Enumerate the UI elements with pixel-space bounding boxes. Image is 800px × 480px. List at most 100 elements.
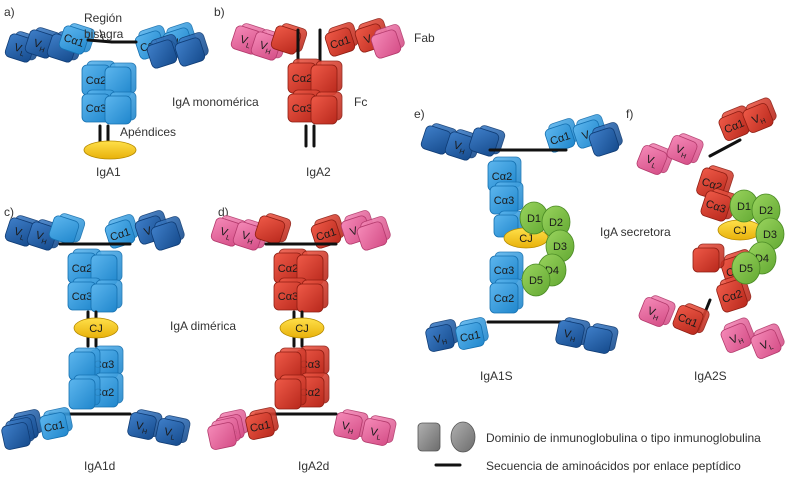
d-top-left-cl [254, 213, 292, 245]
e-j-chain-label: CJ [519, 233, 532, 245]
a-hinge-pointer [99, 29, 105, 43]
fc-label: Fc [354, 95, 367, 109]
d-top-ca2-b [296, 250, 329, 286]
d-top-ca3-a-label: Cα3 [278, 291, 298, 303]
c-bot-left-vl [1, 417, 35, 450]
b-right-vl [370, 24, 405, 59]
d-bot-ca3-b [274, 347, 307, 381]
f-sc-label-2: D2 [759, 205, 773, 217]
panel-f-letter: f) [626, 107, 633, 121]
panel-b-letter: b) [214, 5, 225, 19]
e-sc-label-2: D2 [549, 217, 563, 229]
b-ca3-a: Cα3 [287, 89, 322, 123]
d-bot-ca2-b [274, 374, 307, 410]
f-sc-label-5: D5 [739, 263, 753, 275]
a-ca3-a-label: Cα3 [86, 103, 106, 115]
c-bot-ca2-b [68, 374, 101, 410]
e-sc-label-5: D5 [529, 275, 543, 287]
d-top-left-vh-label: VH [239, 229, 255, 246]
c-top-left-vh-label: VH [33, 229, 49, 246]
e-sc-domain-5 [521, 263, 551, 297]
c-bot-right-vh-label: VH [134, 420, 149, 436]
e-top-ca3-label: Cα3 [494, 195, 514, 207]
c-top-right-vl [150, 216, 185, 251]
hinge-label-line2: bisagra [84, 27, 124, 41]
dimeric-label: IgA dimérica [170, 319, 236, 333]
legend-domain-oval-icon [450, 421, 476, 453]
f-top-vh-label: VH [750, 111, 767, 129]
monomeric-label: IgA monomérica [172, 95, 259, 109]
e-bot-ca2-label: Cα2 [494, 293, 514, 305]
f-bot-left-vh: VH [638, 295, 676, 327]
c-top-ca3-b [90, 279, 123, 313]
f-sc-domain-5 [731, 251, 761, 285]
f-top-ca1: Cα1 [718, 105, 753, 141]
d-j-chain [279, 317, 325, 339]
a-hinge-left [86, 38, 114, 44]
a-right-vl [174, 32, 209, 67]
c-top-left-vl-label: VL [12, 226, 27, 243]
panel-f-name: IgA2S [694, 369, 727, 383]
e-top-ca2: Cα2 [487, 156, 522, 192]
c-top-left-cl [48, 213, 86, 245]
d-top-ca3-b [296, 279, 329, 313]
panel-a-name: IgA1 [96, 165, 121, 179]
f-top-hinge [708, 138, 742, 158]
e-sc-label-1: D1 [527, 213, 541, 225]
d-top-ca2-a-label: Cα2 [278, 263, 298, 275]
f-sc-label-3: D3 [763, 229, 777, 241]
legend-domain-text: Dominio de inmunoglobulina o tipo inmuno… [486, 431, 761, 445]
legend-domain-box-icon [417, 422, 441, 452]
e-bot-left-vh-label: VH [433, 332, 448, 348]
f-bot-right-vh-label: VH [728, 331, 745, 349]
a-left-vh-label: VH [31, 37, 47, 54]
panel-e-name: IgA1S [480, 369, 513, 383]
e-top-left-vh-label: VH [451, 139, 467, 156]
f-top-left-vh-label: VH [673, 143, 690, 161]
secretory-label: IgA secretora [600, 225, 671, 239]
panel-d-name: IgA2d [298, 459, 329, 473]
c-j-chain [73, 317, 119, 339]
e-bot-left-ca1-label: Cα1 [459, 329, 481, 345]
d-bot-left-ca1-label: Cα1 [249, 419, 271, 435]
d-bot-left-ca1: Cα1 [245, 407, 279, 440]
panel-c-letter: c) [4, 205, 14, 219]
f-top-vh: VH [742, 97, 777, 133]
f-bot-ca3-b [692, 243, 725, 273]
f-bot-right-vl-label: VL [759, 337, 775, 354]
panel-b-name: IgA2 [306, 165, 331, 179]
legend-peptide-text: Secuencia de aminoácidos por enlace pept… [486, 459, 741, 473]
a-ca2-a-label: Cα2 [86, 75, 106, 87]
c-bot-right-vh: VH [127, 409, 163, 440]
f-top-left-vl: VL [636, 143, 674, 175]
a-ca3-b [104, 91, 137, 125]
a-tailpiece-blob [83, 140, 137, 160]
hinge-label-line1: Región [84, 11, 122, 25]
a-right-cl [146, 34, 181, 69]
a-ca2-b [104, 62, 137, 98]
d-top-left-vl-label: VL [218, 226, 233, 243]
f-bot-left-vh-label: VH [645, 305, 662, 323]
e-bot-left-ca1: Cα1 [455, 317, 489, 350]
b-ca3-b [310, 91, 343, 125]
c-top-right-ca1: Cα1 [104, 214, 139, 249]
b-left-vh-label: VH [257, 39, 273, 56]
e-top-right-vl [588, 122, 623, 157]
d-j-chain-label: CJ [295, 323, 308, 335]
f-j-chain-label: CJ [733, 225, 746, 237]
panel-e-letter: e) [414, 107, 425, 121]
d-top-right-ca1: Cα1 [310, 214, 345, 249]
f-sc-label-1: D1 [737, 201, 751, 213]
f-bot-right-vh: VH [720, 317, 755, 353]
e-bot-ca3-label: Cα3 [494, 265, 514, 277]
tailpiece-label: Apéndices [120, 125, 176, 139]
d-bot-right-vl-label: VL [369, 426, 383, 442]
f-top-left-vl-label: VL [643, 153, 659, 170]
e-bot-ca2: Cα2 [489, 278, 524, 314]
c-top-ca3-a-label: Cα3 [72, 291, 92, 303]
f-top-ca3: Cα3 [700, 188, 738, 222]
e-bot-right-vh-label: VH [562, 328, 577, 344]
f-top-left-vh: VH [666, 133, 704, 165]
c-bot-right-vl-label: VL [163, 426, 177, 442]
